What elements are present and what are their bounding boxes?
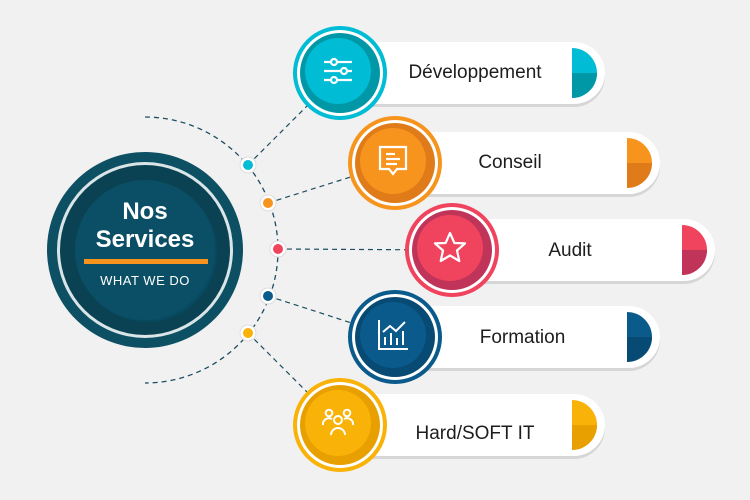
chat-message-icon	[378, 145, 408, 176]
connector-line	[267, 175, 354, 204]
service-pill	[395, 306, 660, 368]
service-label-hard-soft-it: Hard/SOFT IT	[415, 423, 535, 444]
service-pill	[340, 394, 605, 456]
hub-title-line1: Nos	[122, 198, 168, 225]
service-item	[239, 324, 605, 472]
connector-line	[277, 248, 409, 251]
service-label-conseil: Conseil	[478, 152, 542, 173]
service-item	[259, 287, 660, 384]
hub-title: Nos Services	[70, 198, 220, 254]
service-item	[239, 26, 605, 174]
sliders-icon	[324, 57, 352, 85]
service-label-developpement: Développement	[408, 62, 542, 83]
hub-subtitle: WHAT WE DO	[100, 273, 190, 288]
bar-chart-icon	[378, 320, 408, 350]
hub-circle	[47, 152, 243, 348]
connector-line	[247, 103, 310, 166]
service-pill	[452, 219, 715, 281]
connector-line	[267, 295, 354, 325]
service-item	[269, 203, 715, 297]
service-item	[259, 116, 660, 212]
service-label-formation: Formation	[479, 327, 566, 348]
hub-divider	[84, 259, 208, 264]
connector-line	[247, 332, 310, 395]
service-pill	[395, 132, 660, 194]
service-label-audit: Audit	[548, 240, 592, 261]
users-icon	[321, 408, 355, 436]
star-icon	[433, 231, 467, 263]
service-pill	[340, 42, 605, 104]
hub-title-line2: Services	[95, 226, 195, 253]
